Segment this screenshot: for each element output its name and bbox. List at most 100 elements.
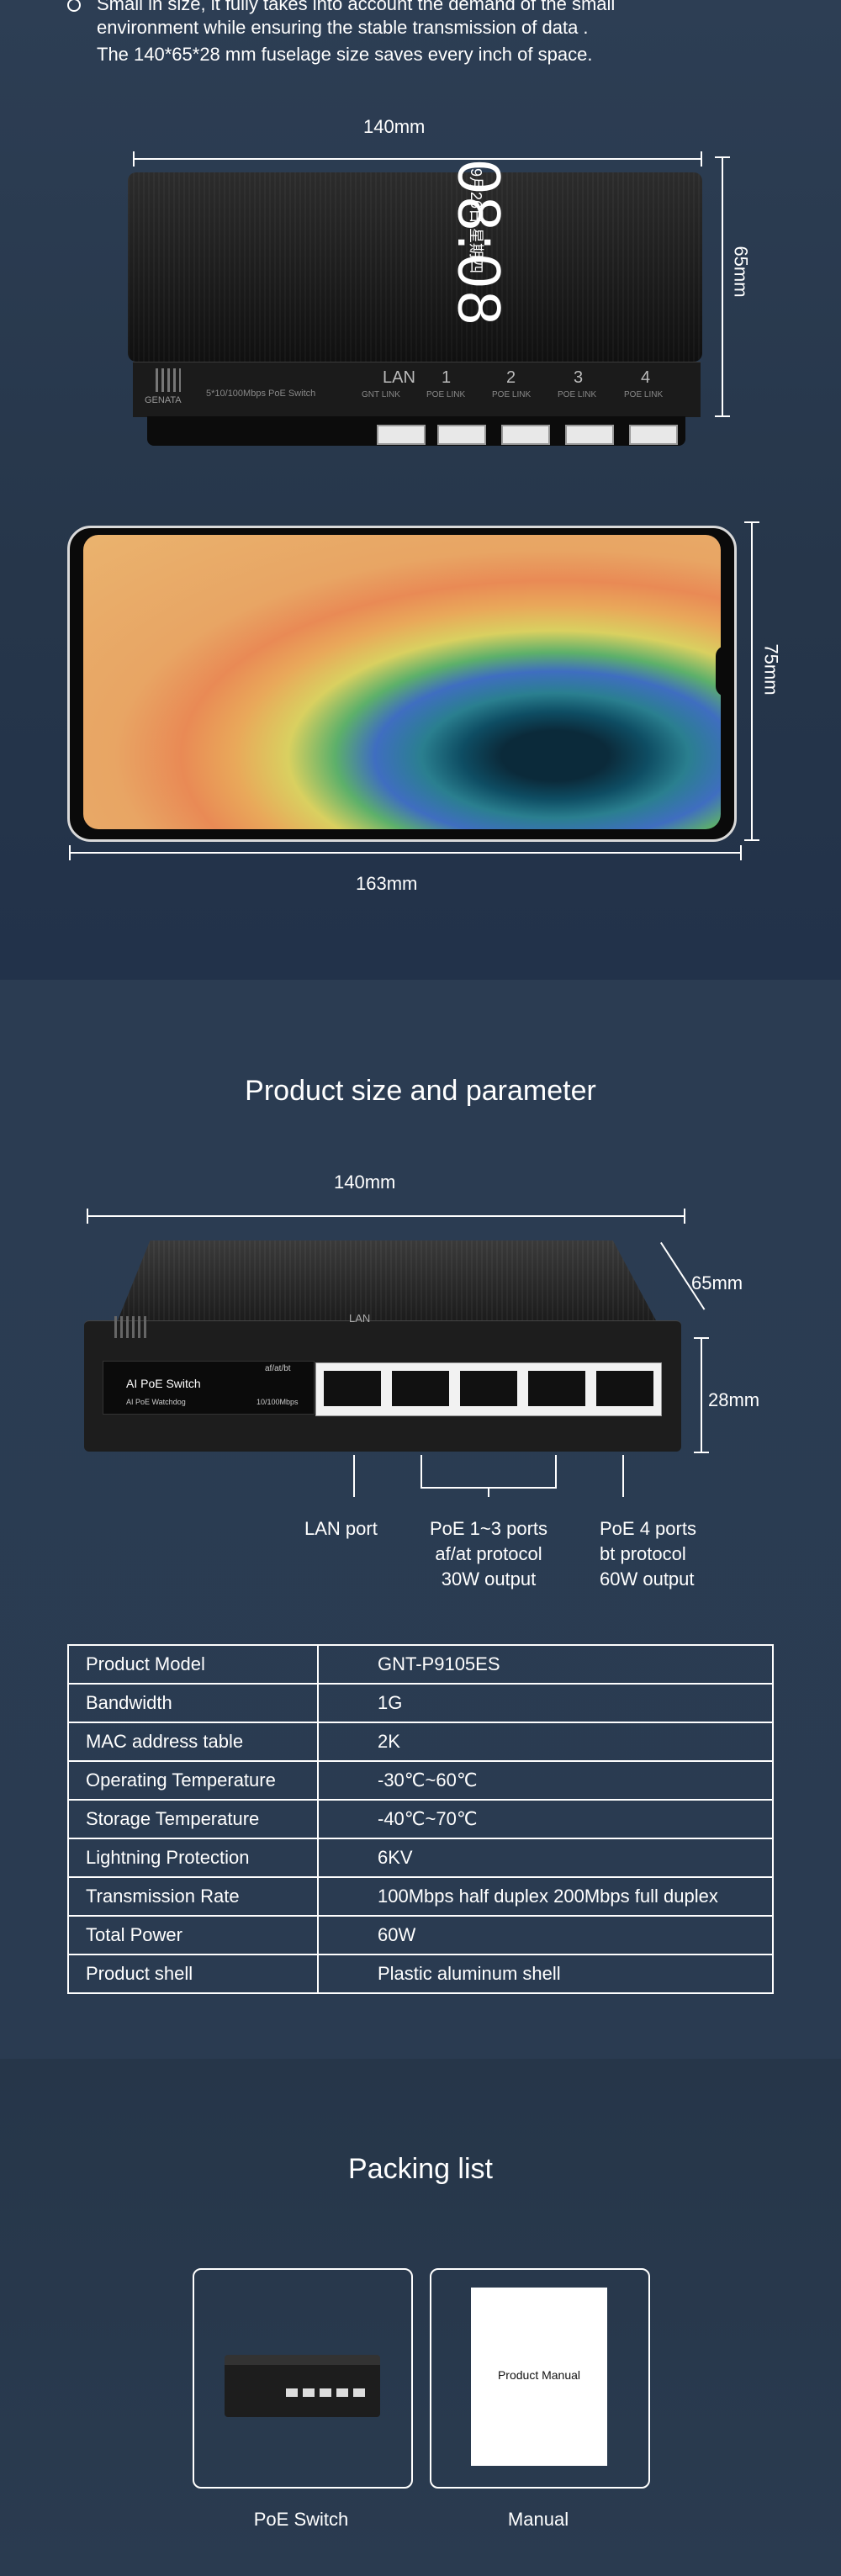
callout-poe13-line1: PoE 1~3 ports — [429, 1518, 548, 1539]
phone-width-line — [69, 852, 742, 854]
manual-sheet — [471, 2288, 607, 2466]
switch2-device-sub: AI PoE Watchdog — [126, 1398, 186, 1406]
spec-label: Operating Temperature — [67, 1760, 319, 1801]
spec-value: 2K — [317, 1722, 774, 1762]
switch-front-panel — [133, 362, 701, 417]
spec-value: 1G — [317, 1683, 774, 1723]
switch-height-line — [722, 156, 723, 417]
spec-label: Transmission Rate — [67, 1876, 319, 1917]
ethernet-port-icon — [353, 2388, 365, 2397]
spec-value: -30℃~60℃ — [317, 1760, 774, 1801]
phone-illustration — [67, 526, 737, 842]
spec-value: 60W — [317, 1915, 774, 1955]
ethernet-port-icon — [629, 425, 678, 445]
spec-label: Total Power — [67, 1915, 319, 1955]
spec-label: Product Model — [67, 1644, 319, 1685]
switch2-height-label: 28mm — [708, 1389, 760, 1410]
spec-value: Plastic aluminum shell — [317, 1954, 774, 1994]
switch2-height-tick-bottom — [694, 1452, 709, 1453]
ethernet-port-icon — [565, 425, 614, 445]
ethernet-port-icon — [392, 1371, 449, 1406]
ethernet-port-icon — [437, 425, 486, 445]
callout-poe13: PoE 1~3 ports af/at protocol 30W output — [425, 1516, 553, 1592]
packing-item-manual — [430, 2268, 650, 2489]
intro-line-1: Small in size, it fully takes into accou… — [97, 0, 616, 14]
packing-list-section — [0, 2059, 841, 2576]
phone-notch — [716, 646, 734, 696]
spec-label: MAC address table — [67, 1722, 319, 1762]
switch2-top — [118, 1240, 656, 1320]
callout-line-poe4 — [622, 1455, 624, 1497]
switch2-width-line — [87, 1215, 685, 1217]
switch-width-label: 140mm — [363, 116, 426, 137]
phone-height-tick-top — [744, 521, 759, 523]
switch2-device-protocol: af/at/bt — [265, 1364, 291, 1373]
switch-top-body — [128, 172, 702, 362]
spec-label: Product shell — [67, 1954, 319, 1994]
vent-icon — [114, 1316, 148, 1338]
packing-label-manual: Manual — [507, 2509, 569, 2530]
spec-label: Bandwidth — [67, 1683, 319, 1723]
ethernet-port-icon — [336, 2388, 348, 2397]
callout-poe13-line3: 30W output — [441, 1568, 537, 1590]
section-title-size: Product size and parameter — [245, 1075, 596, 1107]
port-sublabel-4: POE LINK — [624, 390, 664, 399]
callout-lan-port: LAN port — [304, 1518, 378, 1539]
vent-icon — [156, 368, 181, 392]
switch2-width-tick-right — [684, 1209, 685, 1224]
manual-sheet-text: Product Manual — [497, 2368, 581, 2382]
callout-poe4-line3: 60W output — [600, 1568, 695, 1590]
mini-switch-icon — [225, 2355, 380, 2417]
switch-width-tick-right — [701, 151, 702, 167]
callout-line-poe13-stem — [488, 1487, 489, 1497]
switch2-device-speed: 10/100Mbps — [257, 1398, 299, 1406]
port-label-lan: LAN — [383, 368, 415, 387]
ethernet-port-icon — [320, 2388, 331, 2397]
ethernet-port-icon — [324, 1371, 381, 1406]
switch-brand: GENATA — [145, 395, 182, 405]
ethernet-port-icon — [303, 2388, 315, 2397]
port-sublabel-1: POE LINK — [426, 390, 466, 399]
spec-value: 100Mbps half duplex 200Mbps full duplex — [317, 1876, 774, 1917]
switch-height-tick-bottom — [715, 415, 730, 417]
spec-value: 6KV — [317, 1838, 774, 1878]
callout-line-poe13-right — [555, 1455, 557, 1489]
phone-height-tick-bottom — [744, 839, 759, 841]
intro-line-3: The 140*65*28 mm fuselage size saves eve… — [97, 44, 593, 65]
phone-screen — [83, 535, 721, 829]
spec-label: Lightning Protection — [67, 1838, 319, 1878]
callout-poe4-line1: PoE 4 ports — [600, 1518, 696, 1539]
switch2-lan-label: LAN — [349, 1312, 371, 1325]
spec-value: GNT-P9105ES — [317, 1644, 774, 1685]
port-label-1: 1 — [442, 368, 452, 387]
switch-width-line — [133, 158, 702, 160]
port-label-3: 3 — [574, 368, 584, 387]
switch2-depth-label: 65mm — [691, 1272, 743, 1293]
ethernet-port-icon — [286, 2388, 298, 2397]
table-row: Operating Temperature-30℃~60℃ — [67, 1760, 774, 1801]
switch2-height-line — [701, 1337, 702, 1453]
phone-date: 9月26日 星期四 — [468, 168, 484, 274]
callout-poe4: PoE 4 ports bt protocol 60W output — [600, 1516, 717, 1592]
intro-line-2: environment while ensuring the stable tr… — [97, 17, 589, 38]
section-title-packing: Packing list — [348, 2153, 493, 2185]
port-sublabel-2: POE LINK — [492, 390, 532, 399]
phone-width-label: 163mm — [356, 873, 418, 894]
ethernet-port-icon — [377, 425, 426, 445]
switch2-label-plate — [103, 1361, 315, 1415]
spec-value: -40℃~70℃ — [317, 1799, 774, 1839]
port-label-4: 4 — [641, 368, 651, 387]
phone-height-line — [751, 521, 753, 841]
packing-item-switch — [193, 2268, 413, 2489]
port-sublabel-lan: GNT LINK — [362, 390, 400, 399]
switch-front-text: 5*10/100Mbps PoE Switch — [206, 389, 316, 399]
table-row: Storage Temperature-40℃~70℃ — [67, 1799, 774, 1839]
switch2-device-name: AI PoE Switch — [126, 1377, 201, 1390]
switch2-width-tick-left — [87, 1209, 88, 1224]
switch-width-tick-left — [133, 151, 135, 167]
callout-line-lan — [353, 1455, 355, 1497]
